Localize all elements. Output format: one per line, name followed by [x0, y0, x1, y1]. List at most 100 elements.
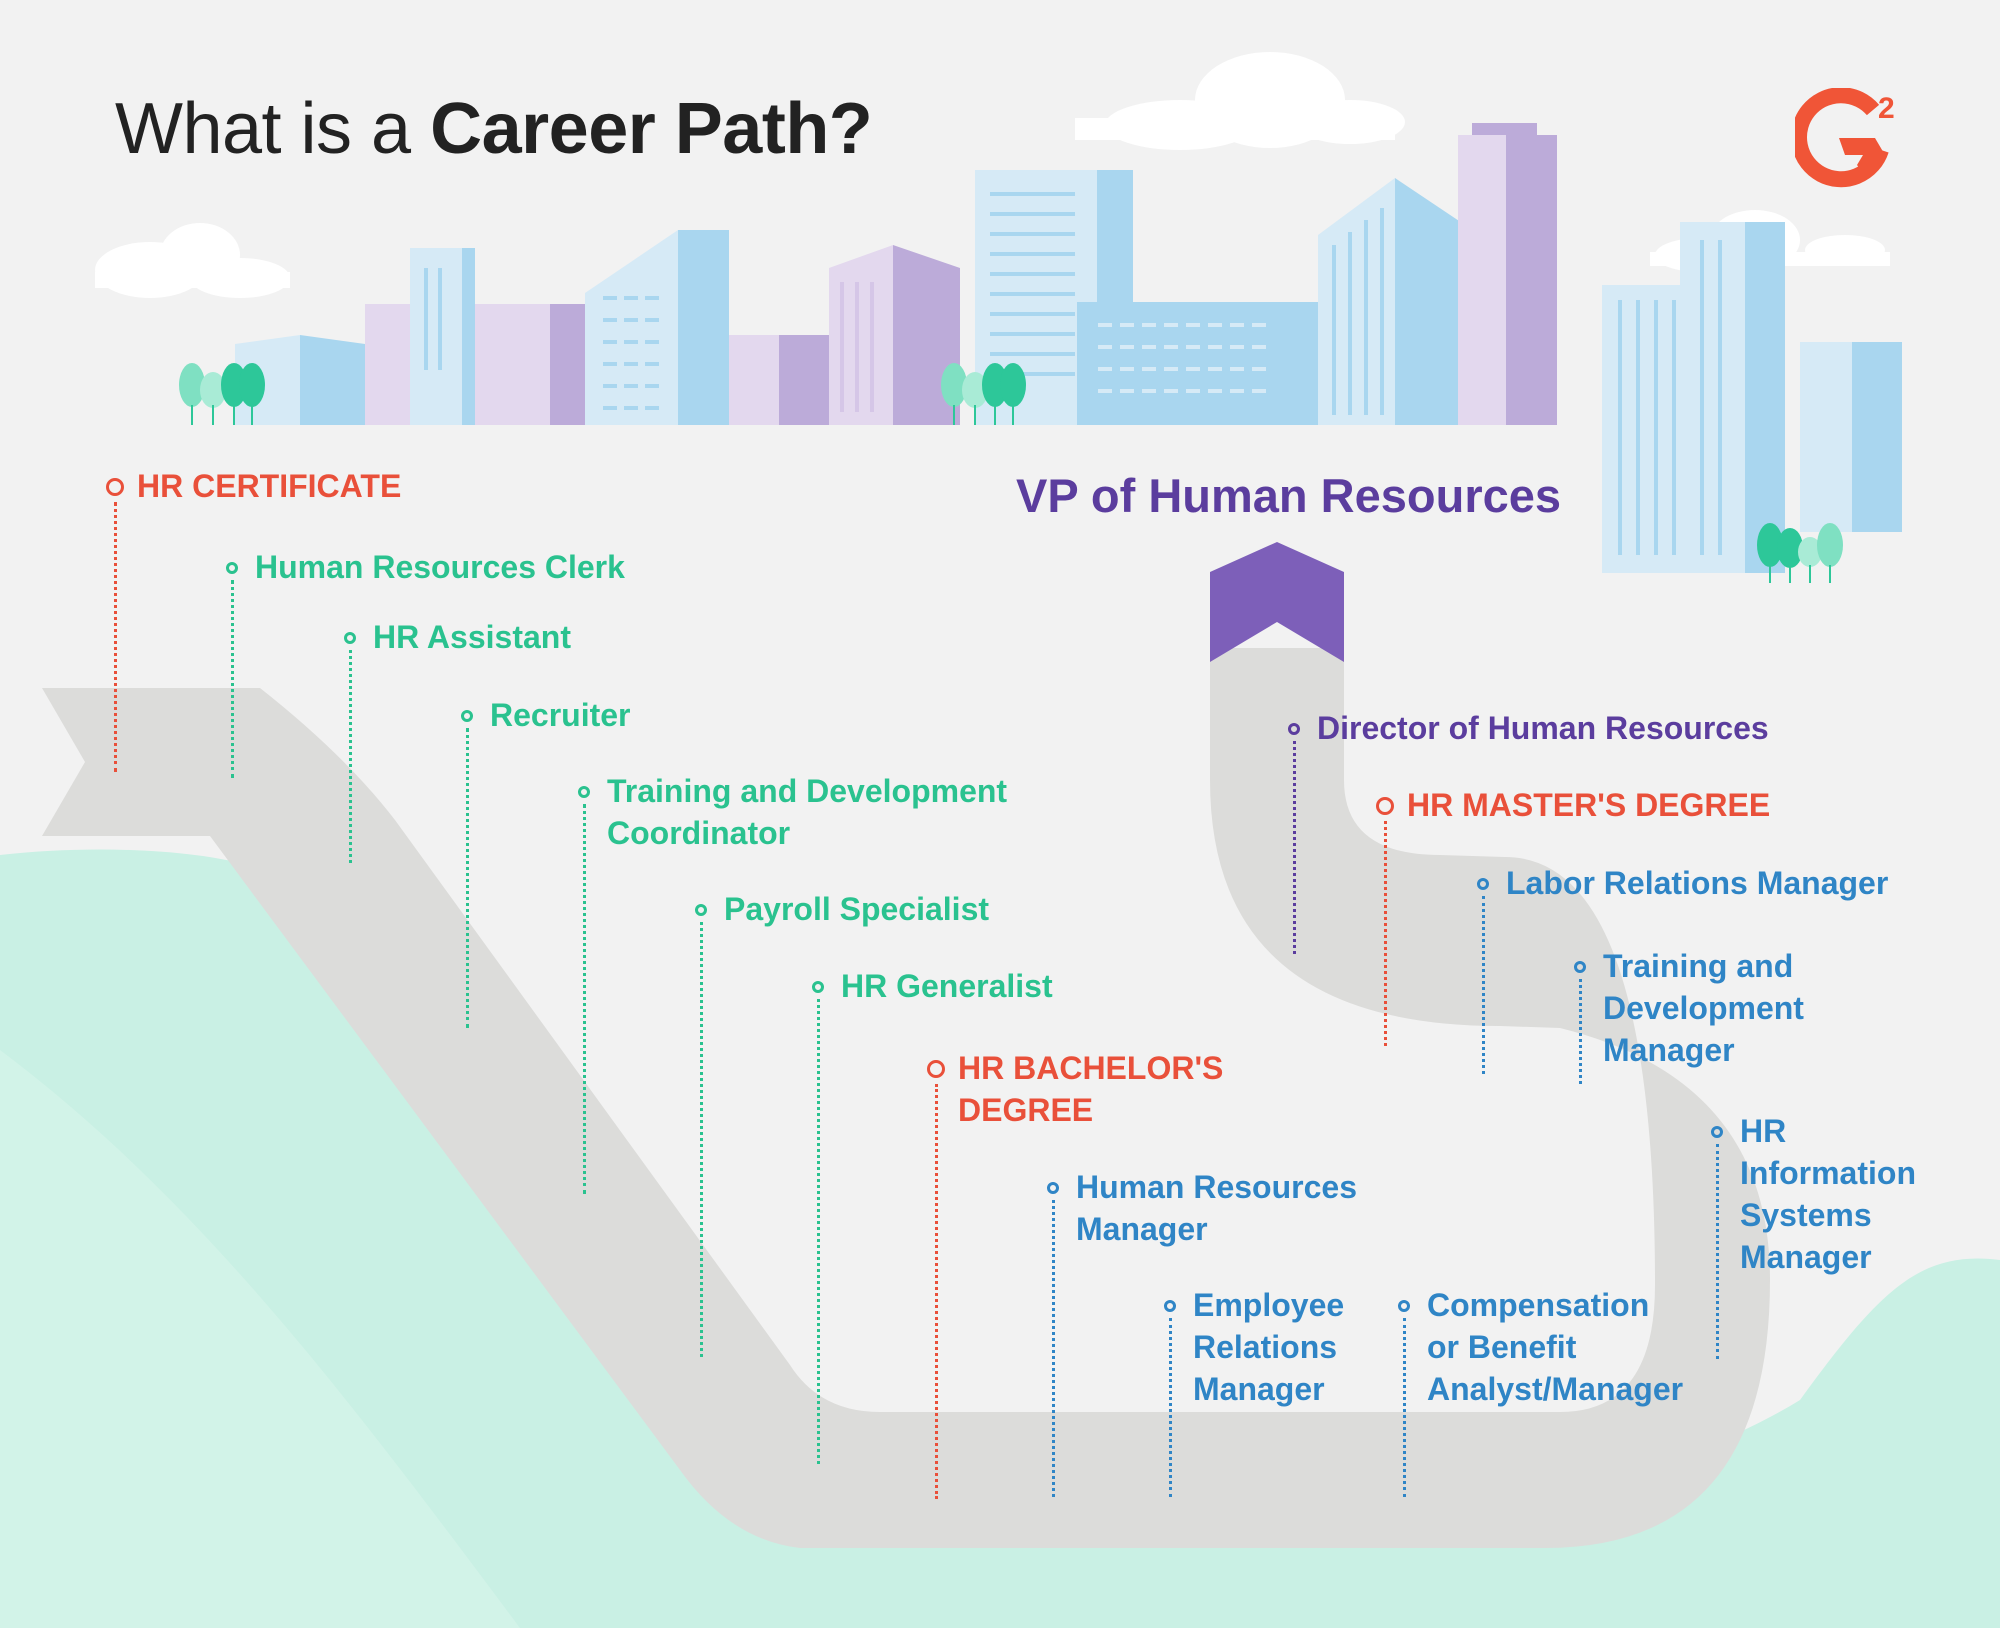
milestone-stem — [1481, 896, 1485, 1074]
g2-logo-icon: 2 — [1795, 88, 1895, 188]
milestone-label-line: HR MASTER'S DEGREE — [1407, 787, 1771, 823]
milestone-label-line: Human Resources — [1076, 1169, 1357, 1205]
milestone-marker-icon — [812, 981, 824, 993]
milestone-marker-icon — [927, 1060, 945, 1078]
milestone-label: Labor Relations Manager — [1506, 862, 1888, 904]
milestone-label-line: Compensation — [1427, 1287, 1650, 1323]
milestone-marker-icon — [695, 904, 707, 916]
milestone-label-line: or Benefit — [1427, 1329, 1577, 1365]
milestone-label-line: HR CERTIFICATE — [137, 468, 402, 504]
building-icon — [1077, 302, 1318, 425]
tree-icon — [179, 363, 265, 425]
milestone-stem — [1168, 1318, 1172, 1497]
milestone-label-line: Labor Relations Manager — [1506, 865, 1889, 901]
milestone-stem — [582, 804, 586, 1194]
milestone-marker-icon — [1376, 797, 1394, 815]
milestone-stem — [934, 1084, 938, 1499]
milestone-stem — [230, 580, 234, 778]
milestone-label-line: Payroll Specialist — [724, 891, 990, 927]
building-icon — [729, 335, 829, 425]
building-icon — [1318, 178, 1480, 425]
milestone-marker-icon — [461, 710, 473, 722]
building-icon — [1800, 342, 1902, 532]
milestone-marker-icon — [1288, 723, 1300, 735]
milestone-label-line: Manager — [1603, 1032, 1735, 1068]
milestone-label-line: HR — [1740, 1113, 1787, 1149]
milestone-stem — [1715, 1144, 1719, 1359]
green-hill-light — [0, 1050, 520, 1628]
milestone-label-line: Training and — [1603, 948, 1794, 984]
milestone-marker-icon — [1711, 1126, 1723, 1138]
milestone-marker-icon — [1477, 878, 1489, 890]
milestone-label-line: HR BACHELOR'S — [958, 1050, 1224, 1086]
arrow-head-icon — [1210, 542, 1344, 662]
page-title: What is a Career Path? — [115, 88, 873, 170]
milestone-label: HR Generalist — [841, 965, 1053, 1007]
destination-label: VP of Human Resources — [1016, 469, 1562, 522]
milestone-label-line: Analyst/Manager — [1427, 1371, 1684, 1407]
milestone-label-line: HR Generalist — [841, 968, 1053, 1004]
milestone-label-line: DEGREE — [958, 1092, 1094, 1128]
milestone-stem — [348, 650, 352, 863]
milestone-label: Recruiter — [490, 694, 631, 736]
building-icon — [585, 230, 729, 425]
milestone-label: Director of Human Resources — [1317, 707, 1769, 749]
milestone-label: Payroll Specialist — [724, 888, 989, 930]
milestone-stem — [1402, 1318, 1406, 1497]
milestone-label-line: Employee — [1193, 1287, 1345, 1323]
milestone-marker-icon — [106, 478, 124, 496]
building-icon — [365, 248, 475, 425]
milestone-label: HR Assistant — [373, 616, 571, 658]
road — [42, 648, 1770, 1548]
title-bold: Career Path? — [430, 89, 873, 169]
title-light: What is a — [115, 89, 431, 169]
tree-icon — [941, 363, 1026, 425]
milestone-label-line: Manager — [1740, 1239, 1872, 1275]
milestone-label-line: Information — [1740, 1155, 1916, 1191]
milestone-label: HR BACHELOR'S DEGREE — [958, 1047, 1223, 1131]
milestone-label-line: Training and Development — [607, 773, 1008, 809]
building-icon — [475, 304, 585, 425]
milestone-marker-icon — [1398, 1300, 1410, 1312]
milestone-label-line: Relations — [1193, 1329, 1338, 1365]
milestone-marker-icon — [226, 562, 238, 574]
milestone-label: HR CERTIFICATE — [137, 465, 401, 507]
milestone-label-line: Manager — [1076, 1211, 1208, 1247]
milestone-stem — [816, 999, 820, 1464]
milestone-marker-icon — [1047, 1182, 1059, 1194]
milestone-marker-icon — [1574, 961, 1586, 973]
milestone-stem — [699, 922, 703, 1357]
milestone-stem — [465, 728, 469, 1028]
milestone-stem — [1292, 741, 1296, 954]
milestone-label: HR MASTER'S DEGREE — [1407, 784, 1770, 826]
building-icon — [1458, 123, 1557, 425]
tree-icon — [1757, 523, 1843, 583]
milestone-label-line: Director of Human Resources — [1317, 710, 1769, 746]
milestone-stem — [1051, 1200, 1055, 1497]
milestone-label-line: Systems — [1740, 1197, 1872, 1233]
milestone-label: Human Resources Clerk — [255, 546, 625, 588]
cloud-icon — [95, 223, 290, 298]
green-hill — [0, 849, 2000, 1628]
milestone-label-line: Coordinator — [607, 815, 791, 851]
milestone-label-line: Development — [1603, 990, 1804, 1026]
milestone-label-line: Human Resources Clerk — [255, 549, 625, 585]
milestone-label-line: Manager — [1193, 1371, 1325, 1407]
milestone-stem — [1383, 821, 1387, 1046]
milestone-stem — [1578, 979, 1582, 1084]
svg-text:2: 2 — [1878, 92, 1895, 125]
building-icon — [829, 245, 960, 425]
milestone-marker-icon — [344, 632, 356, 644]
cloud-icon — [1075, 52, 1405, 150]
milestone-stem — [113, 502, 117, 772]
milestone-marker-icon — [1164, 1300, 1176, 1312]
milestone-marker-icon — [578, 786, 590, 798]
